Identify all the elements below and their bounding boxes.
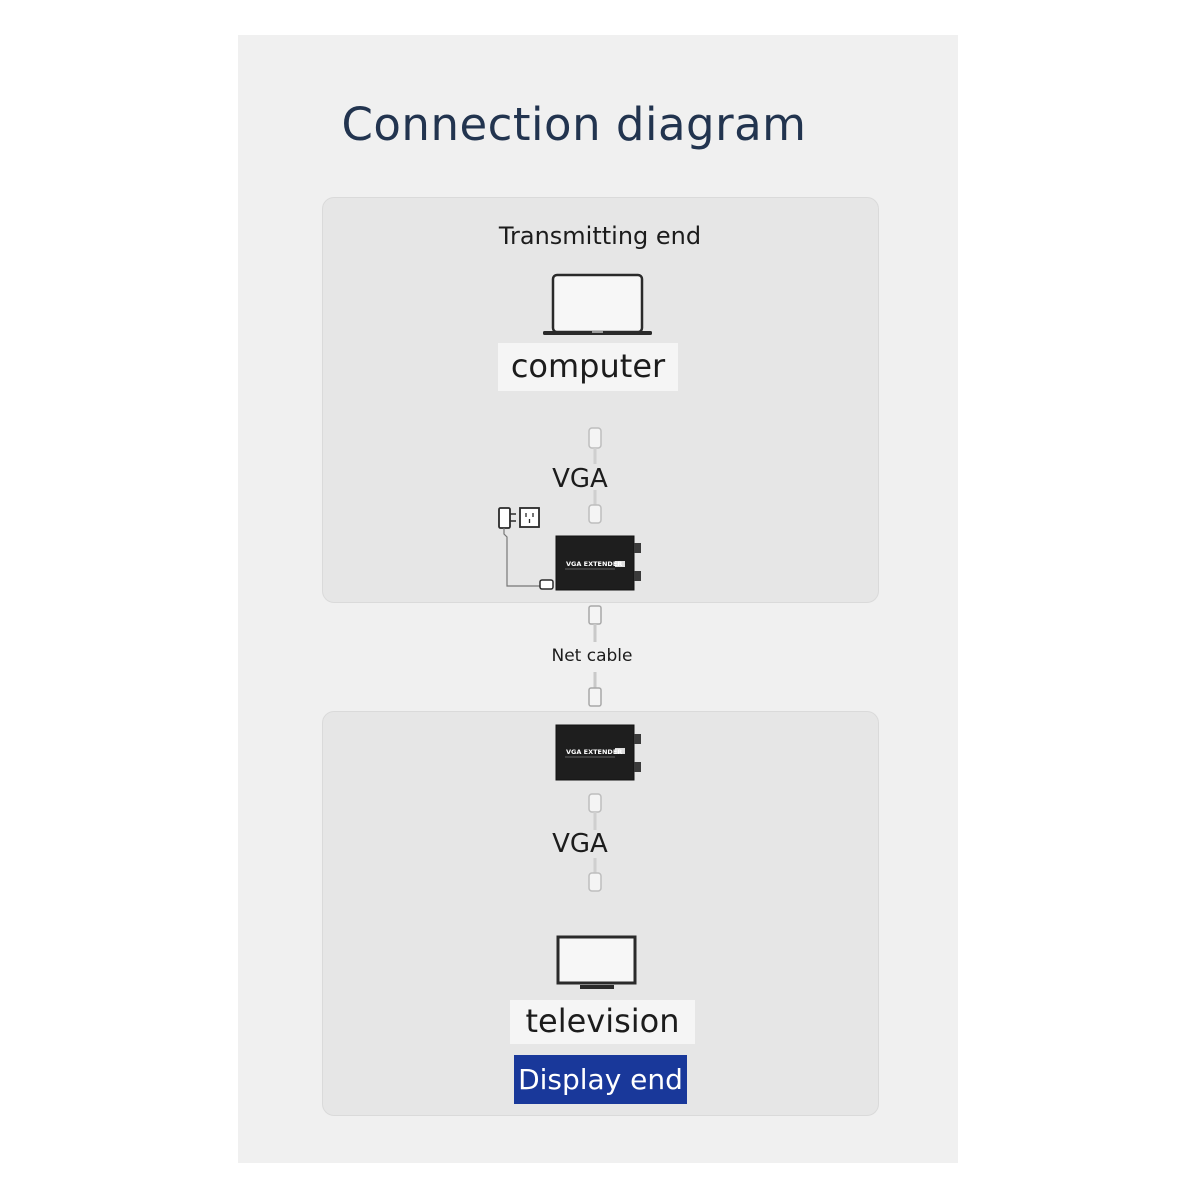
receiver-extender-label: VGA EXTENDER [566, 748, 622, 756]
vga-cable-top [588, 427, 602, 524]
laptop-icon [543, 273, 652, 335]
vga-label-top: VGA [552, 464, 608, 494]
receiver-extender-icon: VGA EXTENDER [555, 724, 641, 781]
net-cable-label: Net cable [551, 646, 633, 666]
transmitting-end-panel [322, 197, 879, 603]
television-label: television [510, 1000, 695, 1044]
computer-label: computer [498, 343, 678, 391]
transmitter-extender-icon: VGA EXTENDER [555, 535, 641, 591]
net-cable [588, 605, 602, 707]
vga-cable-bottom [588, 793, 602, 892]
transmitting-end-label: Transmitting end [498, 222, 702, 250]
vga-label-bottom: VGA [552, 829, 608, 859]
power-adapter-icon [498, 507, 554, 590]
diagram-title: Connection diagram [341, 98, 807, 151]
display-end-label: Display end [514, 1055, 687, 1104]
television-icon [556, 935, 637, 989]
transmitter-extender-label: VGA EXTENDER [566, 560, 622, 568]
